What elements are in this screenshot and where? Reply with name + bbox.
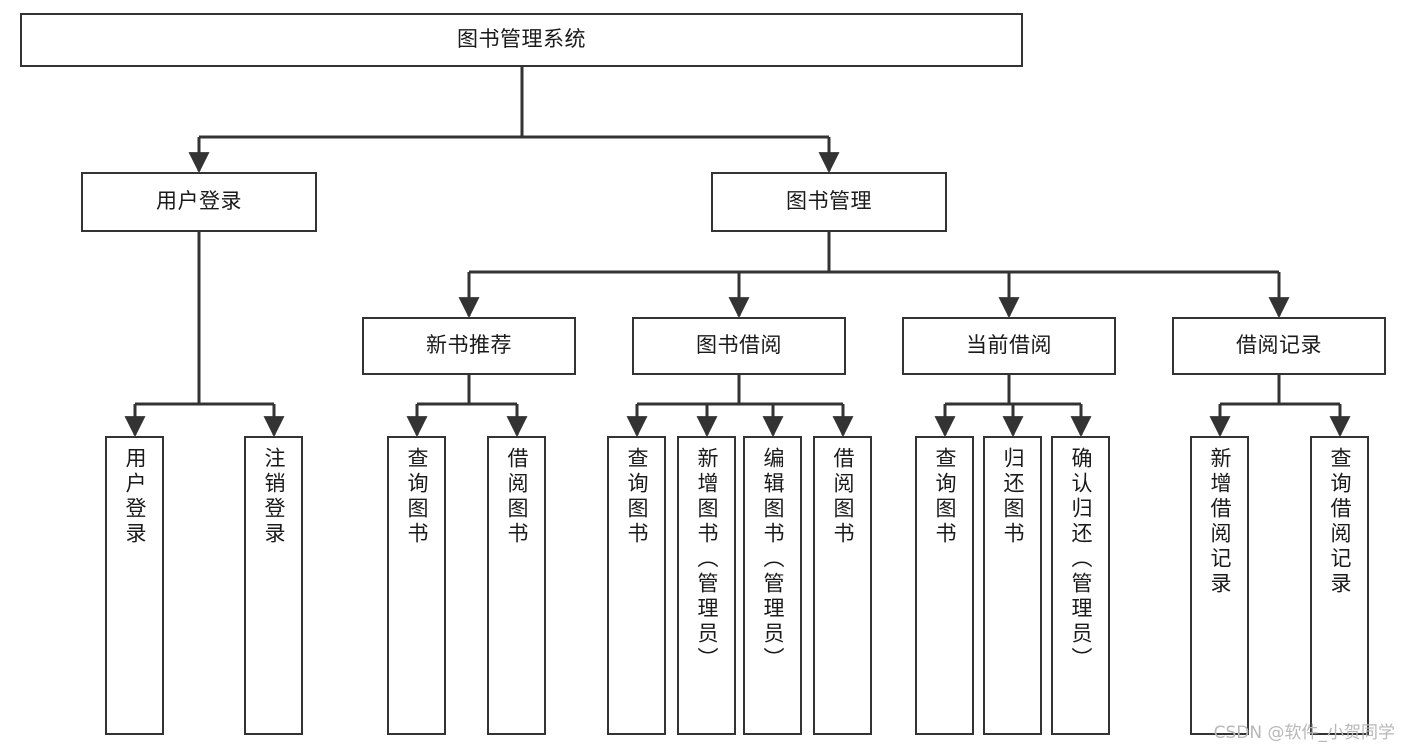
node-leaf-leaf-bb-query: 查询图书 xyxy=(607,436,666,735)
node-level3-new-book-rec: 新书推荐 xyxy=(362,317,576,375)
node-leaf-leaf-br-query: 查询借阅记录 xyxy=(1310,436,1369,735)
node-label: 确认归还（管理员） xyxy=(1069,447,1093,672)
node-leaf-leaf-cb-return: 归还图书 xyxy=(983,436,1042,735)
node-leaf-leaf-user-logout: 注销登录 xyxy=(244,436,303,735)
node-label: 借阅图书 xyxy=(831,447,855,547)
node-label: 借阅图书 xyxy=(505,447,529,547)
node-leaf-leaf-cb-confirm: 确认归还（管理员） xyxy=(1051,436,1110,735)
node-label: 用户登录 xyxy=(123,447,147,547)
node-leaf-leaf-rec-query: 查询图书 xyxy=(387,436,446,735)
node-label: 查询图书 xyxy=(405,447,429,547)
node-label: 归还图书 xyxy=(1001,447,1025,547)
node-label: 图书管理 xyxy=(786,189,872,214)
node-level2-user-login: 用户登录 xyxy=(81,172,317,232)
node-label: 注销登录 xyxy=(262,447,286,547)
node-level3-current-borrow: 当前借阅 xyxy=(902,317,1116,375)
watermark: CSDN @软件_小贺同学 xyxy=(1213,723,1395,743)
node-leaf-leaf-bb-borrow: 借阅图书 xyxy=(813,436,872,735)
node-root-root: 图书管理系统 xyxy=(20,13,1023,67)
node-leaf-leaf-br-add: 新增借阅记录 xyxy=(1190,436,1249,735)
node-leaf-leaf-user-login: 用户登录 xyxy=(105,436,164,735)
node-level3-book-borrow: 图书借阅 xyxy=(632,317,846,375)
node-label: 新增图书（管理员） xyxy=(695,447,719,672)
node-label: 编辑图书（管理员） xyxy=(761,447,785,672)
node-leaf-leaf-rec-borrow: 借阅图书 xyxy=(487,436,546,735)
node-label: 图书管理系统 xyxy=(457,27,586,52)
node-label: 图书借阅 xyxy=(696,333,782,358)
node-label: 用户登录 xyxy=(156,189,242,214)
node-leaf-leaf-cb-query: 查询图书 xyxy=(915,436,974,735)
node-level3-borrow-record: 借阅记录 xyxy=(1172,317,1386,375)
edge-layer xyxy=(124,67,1351,438)
node-label: 当前借阅 xyxy=(966,333,1052,358)
node-label: 借阅记录 xyxy=(1236,333,1322,358)
node-label: 查询借阅记录 xyxy=(1328,447,1352,597)
node-label: 新增借阅记录 xyxy=(1208,447,1232,597)
node-label: 查询图书 xyxy=(625,447,649,547)
node-label: 查询图书 xyxy=(933,447,957,547)
node-leaf-leaf-bb-edit: 编辑图书（管理员） xyxy=(743,436,802,735)
node-leaf-leaf-bb-add: 新增图书（管理员） xyxy=(677,436,736,735)
node-label: 新书推荐 xyxy=(426,333,512,358)
node-level2-book-manage: 图书管理 xyxy=(711,172,947,232)
